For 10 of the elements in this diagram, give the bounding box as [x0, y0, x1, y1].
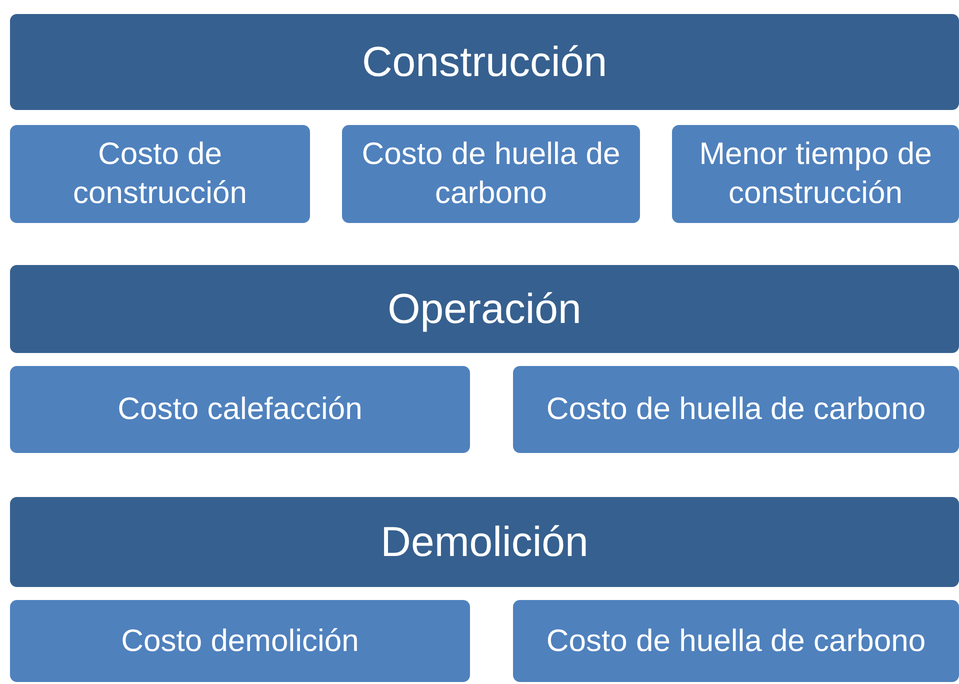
criterion-box: Costo de construcción	[10, 125, 310, 223]
phase-header-bar: Construcción	[10, 14, 959, 110]
phase-header-bar: Demolición	[10, 497, 959, 587]
criterion-box: Menor tiempo de construcción	[672, 125, 959, 223]
criterion-box: Costo demolición	[10, 600, 470, 682]
criterion-box: Costo calefacción	[10, 366, 470, 453]
phase-header-bar: Operación	[10, 265, 959, 353]
criterion-box: Costo de huella de carbono	[513, 366, 959, 453]
criterion-box: Costo de huella de carbono	[342, 125, 640, 223]
criterion-box: Costo de huella de carbono	[513, 600, 959, 682]
